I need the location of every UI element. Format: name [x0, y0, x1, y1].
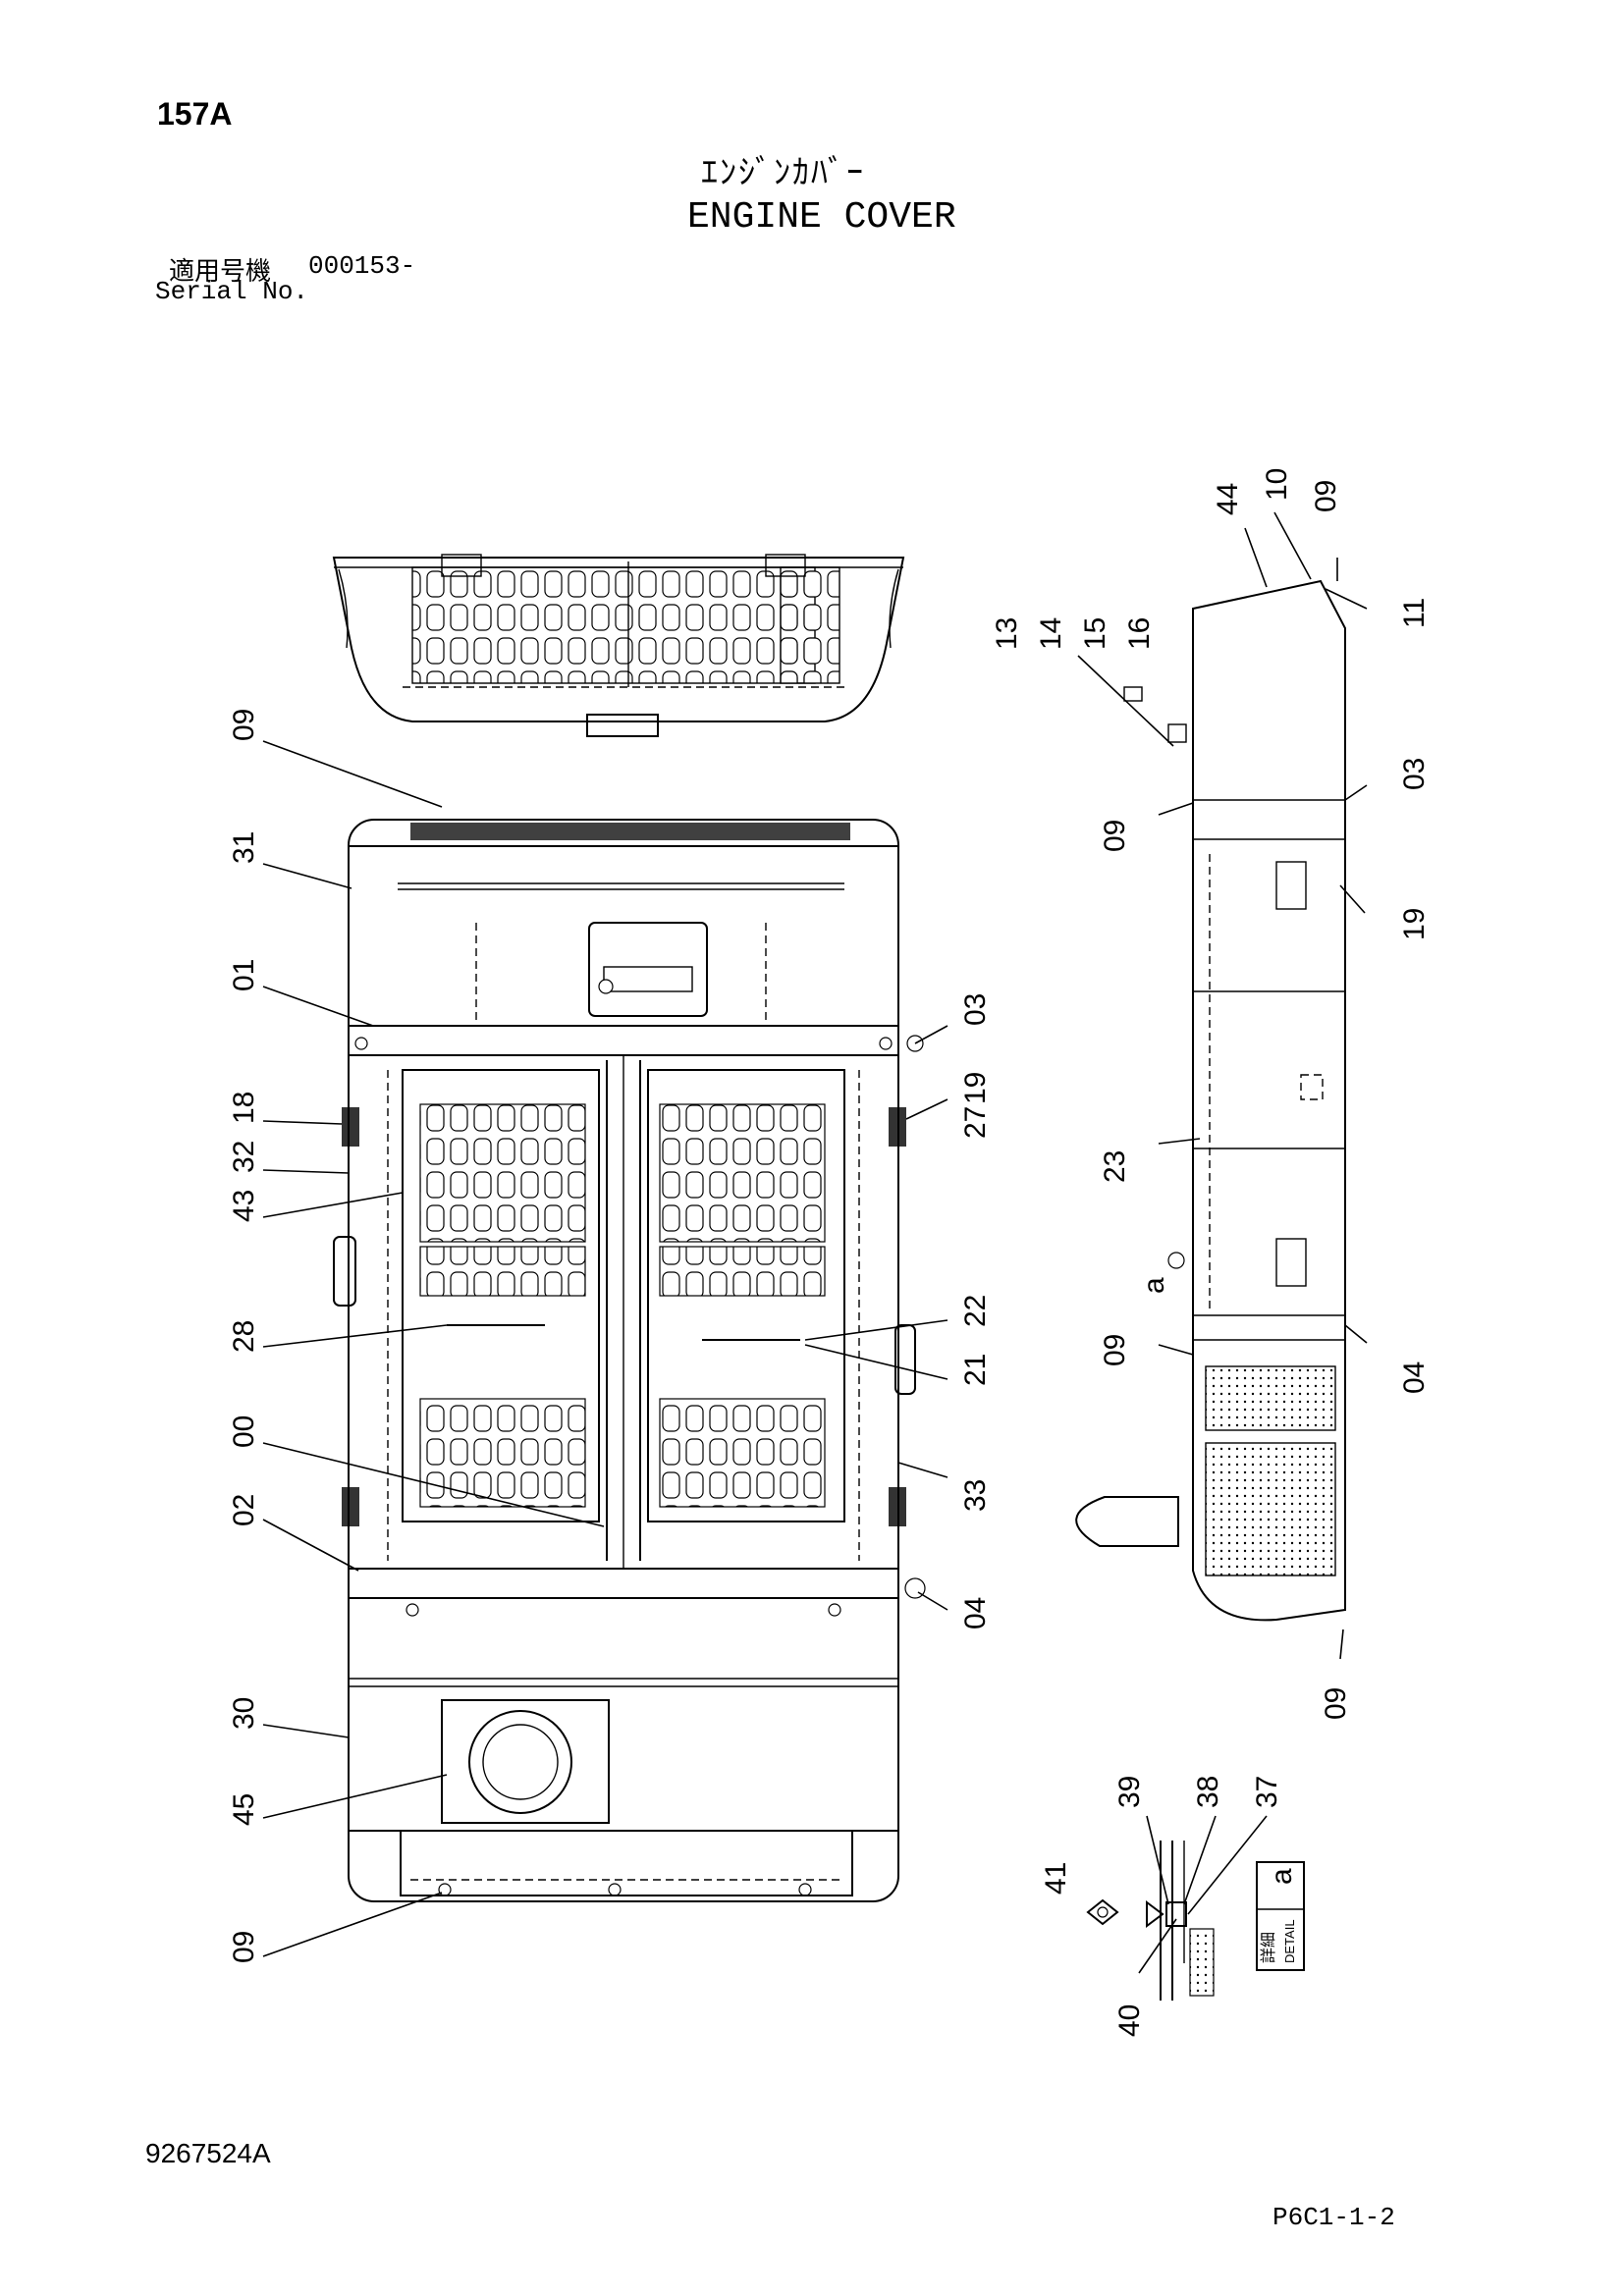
label-09-side-bottom: 09 — [1320, 1687, 1352, 1720]
part-labels: 09 31 01 18 32 43 28 00 02 30 45 09 03 1… — [228, 468, 1431, 2037]
label-04: 04 — [959, 1597, 992, 1629]
label-32: 32 — [228, 1141, 260, 1173]
label-41: 41 — [1040, 1862, 1072, 1895]
label-21: 21 — [959, 1354, 992, 1386]
label-30: 30 — [228, 1697, 260, 1730]
label-01: 01 — [228, 959, 260, 991]
serial-label-english: Serial No. — [155, 277, 309, 306]
page-number: 157A — [157, 96, 233, 132]
label-31: 31 — [228, 831, 260, 864]
label-09-side: 09 — [1099, 820, 1131, 852]
label-09-side-lower: 09 — [1099, 1334, 1131, 1366]
label-38: 38 — [1192, 1776, 1224, 1808]
top-elevation-view — [332, 554, 905, 737]
label-15: 15 — [1079, 617, 1111, 650]
leader-lines — [262, 511, 1368, 1974]
label-03-side: 03 — [1398, 758, 1431, 790]
title-japanese: ｴﾝｼﾞﾝｶﾊﾞｰ — [701, 153, 865, 192]
label-40: 40 — [1113, 2004, 1146, 2037]
label-43: 43 — [228, 1190, 260, 1222]
label-00: 00 — [228, 1415, 260, 1448]
serial-value: 000153- — [308, 251, 416, 281]
title-english: ENGINE COVER — [687, 196, 956, 239]
detail-label-japanese: 詳細 — [1259, 1932, 1277, 1963]
label-04-side: 04 — [1398, 1362, 1431, 1394]
label-27: 27 — [959, 1106, 992, 1139]
label-44: 44 — [1212, 483, 1244, 515]
label-22: 22 — [959, 1295, 992, 1327]
label-39: 39 — [1113, 1776, 1146, 1808]
label-33: 33 — [959, 1479, 992, 1512]
label-19-side: 19 — [1398, 908, 1431, 940]
label-19: 19 — [959, 1072, 992, 1104]
detail-label-english: DETAIL — [1282, 1919, 1297, 1963]
serial-label-japanese: 適用号機 — [169, 257, 272, 287]
label-16: 16 — [1123, 617, 1156, 650]
page-code: P6C1-1-2 — [1272, 2203, 1395, 2232]
view-marker-a: a — [1138, 1277, 1170, 1294]
label-09: 09 — [228, 709, 260, 741]
detail-a-view: a 詳細 DETAIL — [1086, 1841, 1305, 2001]
label-13: 13 — [991, 617, 1023, 650]
main-plan-view — [333, 819, 926, 1902]
label-28: 28 — [228, 1320, 260, 1353]
label-45: 45 — [228, 1793, 260, 1826]
label-18: 18 — [228, 1092, 260, 1124]
side-elevation-view: a — [1075, 579, 1346, 1622]
label-23: 23 — [1099, 1150, 1131, 1183]
label-09-side-top: 09 — [1310, 480, 1342, 512]
label-14: 14 — [1035, 617, 1067, 650]
label-11: 11 — [1398, 598, 1431, 628]
detail-letter: a — [1266, 1868, 1298, 1885]
drawing-number: 9267524A — [145, 2138, 271, 2168]
label-37: 37 — [1251, 1776, 1283, 1808]
label-03: 03 — [959, 993, 992, 1026]
label-10: 10 — [1261, 468, 1293, 501]
label-09-bottom: 09 — [228, 1931, 260, 1963]
label-02: 02 — [228, 1494, 260, 1526]
